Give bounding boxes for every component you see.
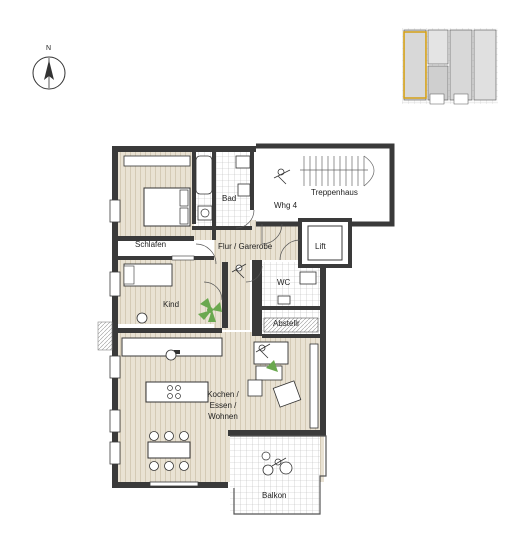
room-label-schlafen: Schlafen: [135, 240, 167, 249]
room-label-bad: Bad: [222, 194, 237, 203]
person-icon: [231, 168, 291, 467]
room-label-abstellr: Abstellr: [273, 319, 300, 328]
north-label: N: [46, 45, 52, 52]
balkon-floor: [230, 436, 320, 514]
wc-floor: [262, 262, 320, 308]
flur-floor-2: [250, 220, 300, 260]
north-arrow-icon: [44, 60, 54, 80]
room-label-wc: WC: [277, 278, 291, 287]
room-label-flur: Flur / Garerobe: [218, 242, 273, 251]
room-label-treppenhaus: Treppenhaus: [311, 188, 358, 197]
apartment: [97, 143, 395, 515]
key-plan: [402, 28, 498, 105]
room-label-kochen-line2: Essen /: [209, 401, 237, 410]
room-label-kochen-line1: Kochen /: [207, 390, 239, 399]
compass: [32, 56, 66, 90]
plant-icon: [198, 298, 222, 322]
room-label-lift: Lift: [315, 242, 326, 251]
room-label-balkon: Balkon: [262, 491, 287, 500]
highlighted-unit: [403, 31, 427, 99]
room-label-whg: Whg 4: [274, 201, 298, 210]
room-label-kind: Kind: [163, 300, 180, 309]
room-label-kochen-line3: Wohnen: [208, 412, 238, 421]
